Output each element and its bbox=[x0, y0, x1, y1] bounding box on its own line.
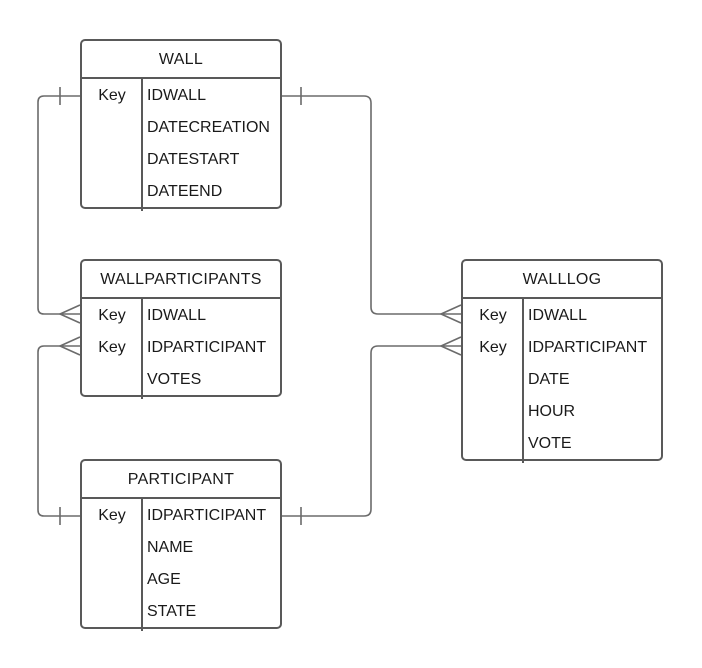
attribute-row: Key IDWALL bbox=[82, 83, 280, 115]
entity-walllog[interactable]: WALLLOG Key IDWALL Key IDPARTICIPANT DAT… bbox=[461, 259, 663, 463]
attribute-name: STATE bbox=[147, 603, 197, 620]
attribute-row: DATESTART bbox=[82, 147, 280, 179]
key-label: Key bbox=[479, 307, 507, 324]
attribute-row: AGE bbox=[82, 567, 280, 599]
entity-attributes: Key IDWALL Key IDPARTICIPANT VOTES bbox=[82, 299, 280, 399]
attribute-name: DATE bbox=[528, 371, 570, 388]
connector-participant-walllog bbox=[282, 345, 461, 517]
attribute-name: IDWALL bbox=[528, 307, 587, 324]
attribute-row: VOTES bbox=[82, 367, 280, 399]
attribute-name: VOTES bbox=[147, 371, 202, 388]
attribute-name: DATECREATION bbox=[147, 119, 270, 136]
attribute-name: IDPARTICIPANT bbox=[528, 339, 648, 356]
crowfoot-participant-wallparticipants bbox=[58, 336, 81, 356]
crowfoot-wall-walllog bbox=[439, 304, 462, 324]
attribute-name: DATEEND bbox=[147, 183, 223, 200]
key-label: Key bbox=[98, 339, 126, 356]
attribute-row: Key IDWALL bbox=[463, 303, 661, 335]
attribute-name: IDWALL bbox=[147, 307, 206, 324]
entity-participant[interactable]: PARTICIPANT Key IDPARTICIPANT NAME AGE S… bbox=[80, 459, 282, 631]
attribute-row: NAME bbox=[82, 535, 280, 567]
attribute-name: HOUR bbox=[528, 403, 576, 420]
entity-attributes: Key IDWALL Key IDPARTICIPANT DATE HOUR V… bbox=[463, 299, 661, 463]
entity-title: WALLPARTICIPANTS bbox=[82, 261, 280, 299]
attribute-name: IDPARTICIPANT bbox=[147, 507, 267, 524]
attribute-name: AGE bbox=[147, 571, 181, 588]
entity-wallparticipants[interactable]: WALLPARTICIPANTS Key IDWALL Key IDPARTIC… bbox=[80, 259, 282, 399]
attribute-name: VOTE bbox=[528, 435, 572, 452]
attribute-row: HOUR bbox=[463, 399, 661, 431]
attribute-name: NAME bbox=[147, 539, 194, 556]
key-label: Key bbox=[98, 307, 126, 324]
connector-wall-walllog bbox=[282, 95, 461, 315]
key-label: Key bbox=[98, 507, 126, 524]
attribute-row: Key IDPARTICIPANT bbox=[82, 503, 280, 535]
attribute-row: DATECREATION bbox=[82, 115, 280, 147]
entity-title: PARTICIPANT bbox=[82, 461, 280, 499]
connector-wall-wallparticipants bbox=[37, 95, 80, 315]
crowfoot-participant-walllog bbox=[439, 336, 462, 356]
entity-attributes: Key IDWALL DATECREATION DATESTART DATEEN… bbox=[82, 79, 280, 211]
entity-title: WALLLOG bbox=[463, 261, 661, 299]
entity-title: WALL bbox=[82, 41, 280, 79]
key-label: Key bbox=[98, 87, 126, 104]
attribute-row: Key IDPARTICIPANT bbox=[463, 335, 661, 367]
entity-attributes: Key IDPARTICIPANT NAME AGE STATE bbox=[82, 499, 280, 631]
attribute-row: STATE bbox=[82, 599, 280, 631]
attribute-row: VOTE bbox=[463, 431, 661, 463]
attribute-name: IDPARTICIPANT bbox=[147, 339, 267, 356]
attribute-row: DATE bbox=[463, 367, 661, 399]
attribute-row: Key IDWALL bbox=[82, 303, 280, 335]
entity-wall[interactable]: WALL Key IDWALL DATECREATION DATESTART D… bbox=[80, 39, 282, 211]
attribute-row: Key IDPARTICIPANT bbox=[82, 335, 280, 367]
attribute-name: DATESTART bbox=[147, 151, 240, 168]
key-label: Key bbox=[479, 339, 507, 356]
attribute-row: DATEEND bbox=[82, 179, 280, 211]
attribute-name: IDWALL bbox=[147, 87, 206, 104]
connector-participant-wallparticipants bbox=[37, 345, 80, 517]
crowfoot-wall-wallparticipants bbox=[58, 304, 81, 324]
